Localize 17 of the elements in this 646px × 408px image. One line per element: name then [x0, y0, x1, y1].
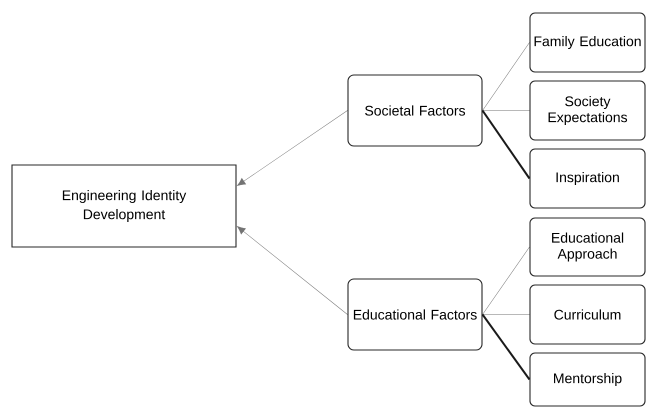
factor-box: Inspiration	[529, 148, 646, 209]
factor-box: Societal Factors	[347, 74, 483, 147]
arrow	[237, 110, 348, 186]
factor-box: Curriculum	[529, 284, 646, 345]
factor-box: Family Education	[529, 12, 646, 73]
connector-line	[482, 246, 530, 315]
factor-box: Educational Factors	[347, 278, 483, 351]
connector-line	[482, 42, 530, 111]
connector-line	[482, 110, 530, 180]
connector-line	[482, 314, 530, 380]
result-box: Engineering Identity Development	[11, 164, 237, 248]
factor-box: Mentorship	[529, 352, 646, 407]
connector-line	[482, 110, 530, 111]
factor-box: Educational Approach	[529, 217, 646, 277]
arrow	[237, 226, 348, 315]
connector-line	[482, 314, 530, 315]
factor-box: Society Expectations	[529, 80, 646, 141]
